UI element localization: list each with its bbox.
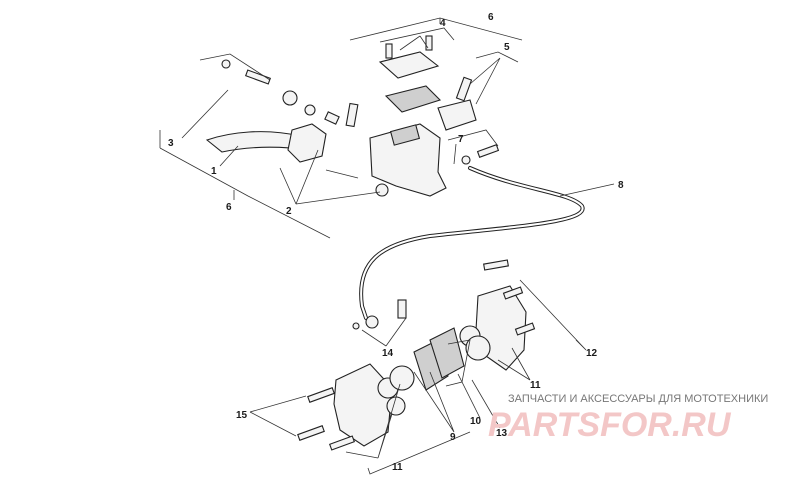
reservoir-seat <box>389 124 421 146</box>
nut <box>375 183 389 197</box>
caliper-group <box>297 259 536 451</box>
cap-screw-right <box>425 35 433 51</box>
bleed-screw <box>345 102 359 128</box>
banjo-bolt-top <box>476 144 500 158</box>
callout-9: 9 <box>450 432 456 443</box>
reservoir-gasket <box>384 85 442 113</box>
watermark-caption: ЗАПЧАСТИ И АКСЕССУАРЫ ДЛЯ МОТОТЕХНИКИ <box>508 393 768 405</box>
callout-7: 7 <box>458 134 464 145</box>
reservoir-cap <box>378 51 440 79</box>
caliper-stud-1 <box>502 286 524 300</box>
caliper-piston-2 <box>465 335 491 361</box>
caliper-half-left <box>333 363 393 447</box>
banjo-bolt-bottom <box>397 299 407 319</box>
caliper-seal-2 <box>386 396 406 416</box>
handlebar-clamp <box>437 99 477 131</box>
callout-11-bottom: 11 <box>392 462 403 473</box>
clamp-bolt <box>455 76 473 102</box>
bleed-valve <box>483 259 509 271</box>
master-cylinder-body <box>369 123 447 197</box>
watermark: ЗАПЧАСТИ И АКСЕССУАРЫ ДЛЯ МОТОТЕХНИКИ PA… <box>488 393 768 444</box>
leader-lines <box>159 17 615 475</box>
callout-12: 12 <box>586 348 598 359</box>
pushrod <box>244 69 272 85</box>
callout-3: 3 <box>168 138 174 149</box>
caliper-joining-bolt <box>328 435 356 451</box>
callout-6-left: 6 <box>226 202 232 213</box>
banjo-washer <box>461 155 471 165</box>
lower-washer <box>352 322 360 330</box>
piston-seal <box>282 90 298 106</box>
caliper-piston-1 <box>389 365 415 391</box>
callout-15: 15 <box>236 410 248 421</box>
cap-screw-left <box>385 43 393 59</box>
callout-14: 14 <box>382 348 394 359</box>
caliper-stud-2 <box>514 322 536 336</box>
brake-pad-right <box>429 327 465 379</box>
callout-13: 13 <box>496 428 508 439</box>
callout-8: 8 <box>618 180 624 191</box>
callouts: 1 2 3 4 5 6 6 7 8 9 10 11 11 12 13 14 15 <box>168 12 624 473</box>
master-cylinder-group <box>205 35 500 197</box>
callout-6-top: 6 <box>488 12 494 23</box>
callout-1: 1 <box>211 166 217 177</box>
lever-pivot <box>287 123 327 163</box>
callout-11-right: 11 <box>530 380 541 391</box>
callout-10: 10 <box>470 416 482 427</box>
adjuster-screw <box>325 169 359 179</box>
small-screw <box>221 59 231 69</box>
pad-spring <box>445 339 471 387</box>
brake-hose <box>359 166 585 320</box>
brake-hose-group <box>352 166 585 330</box>
piston <box>324 111 340 125</box>
callout-5: 5 <box>504 42 510 53</box>
caliper-bolt-lower <box>297 425 325 441</box>
watermark-logo: PARTSFOR.RU <box>488 406 732 444</box>
hose-banjo-bottom <box>365 315 379 329</box>
callout-4: 4 <box>440 18 446 29</box>
piston-spring <box>304 104 316 116</box>
caliper-bolt-upper <box>307 387 335 403</box>
callout-2: 2 <box>286 206 292 217</box>
